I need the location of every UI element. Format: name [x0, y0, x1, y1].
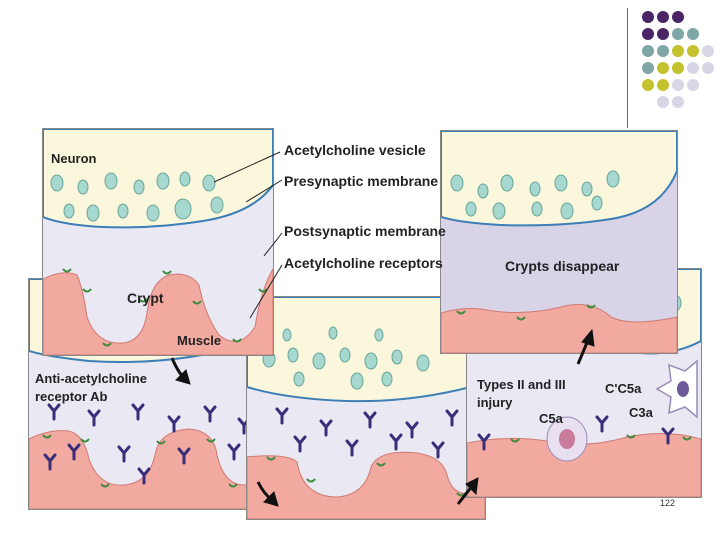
normal-junction-illustration: Neuron Crypt Muscle: [43, 129, 273, 355]
antibody-bound-illustration: [247, 297, 485, 519]
label-types-ii-iii: Types II and III: [477, 377, 566, 392]
decor-divider-line: [627, 8, 628, 128]
label-crypts-disappear: Crypts disappear: [505, 258, 620, 274]
label-acetylcholine-receptors: Acetylcholine receptors: [284, 255, 443, 271]
slide-number: 122: [660, 498, 676, 508]
label-presynaptic-membrane: Presynaptic membrane: [284, 173, 438, 189]
label-acetylcholine-vesicle: Acetylcholine vesicle: [284, 142, 426, 158]
label-injury: injury: [477, 395, 513, 410]
panel-normal-junction: Neuron Crypt Muscle: [42, 128, 274, 356]
label-c5a: C5a: [539, 411, 564, 426]
label-anti-acetylcholine: Anti-acetylcholine: [35, 371, 147, 386]
label-c-c5a: C'C5a: [605, 381, 642, 396]
crypts-disappear-illustration: Crypts disappear: [441, 131, 677, 353]
label-c3a: C3a: [629, 405, 654, 420]
panel-crypts-disappear: Crypts disappear: [440, 130, 678, 354]
label-muscle: Muscle: [177, 333, 221, 348]
label-crypt: Crypt: [127, 290, 164, 306]
label-neuron: Neuron: [51, 151, 97, 166]
label-postsynaptic-membrane: Postsynaptic membrane: [284, 223, 446, 239]
label-receptor-ab: receptor Ab: [35, 389, 108, 404]
decor-dot-grid: [642, 11, 714, 108]
